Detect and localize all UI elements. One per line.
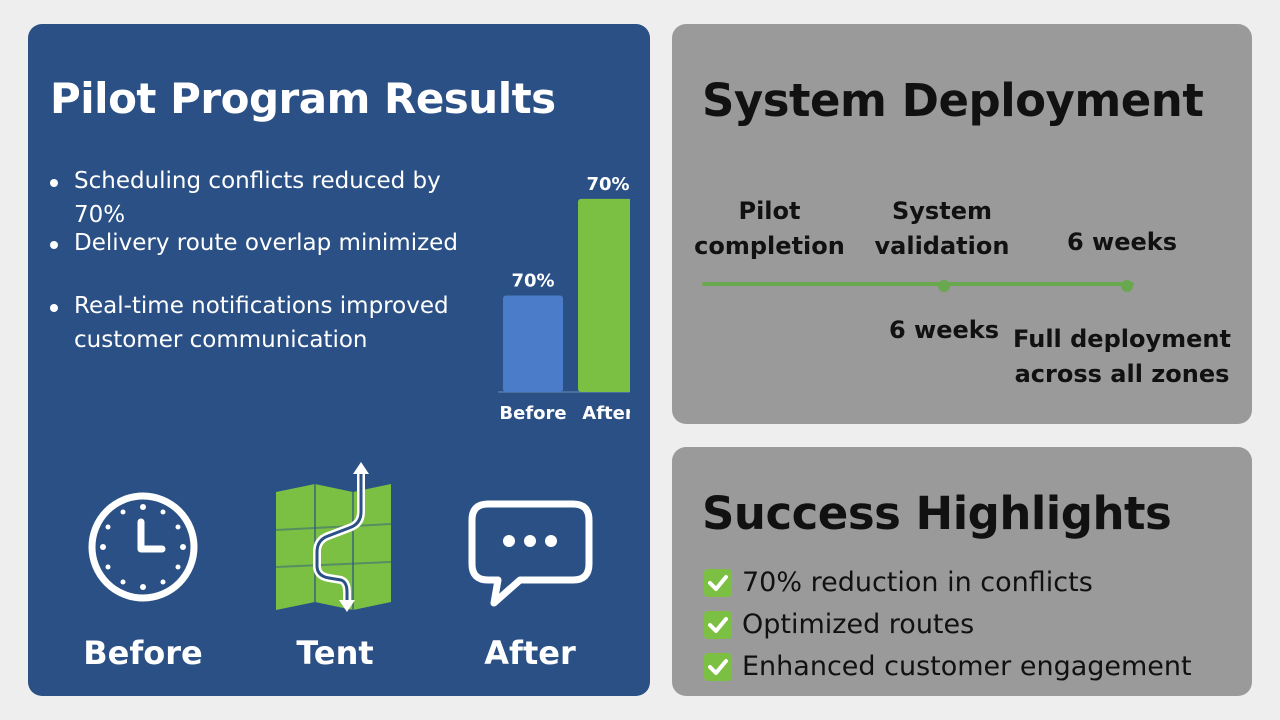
bar-category-label: Before <box>499 403 566 424</box>
check-icon <box>704 653 732 681</box>
pilot-results-panel: Pilot Program Results Scheduling conflic… <box>28 24 650 696</box>
highlight-text: Enhanced customer engagement <box>742 651 1192 682</box>
bullet-text: Real-time notifications improved custome… <box>74 293 449 353</box>
bar-before <box>503 295 563 392</box>
bullet-text: Delivery route overlap minimized <box>74 230 458 256</box>
highlight-text: 70% reduction in conflicts <box>742 567 1093 598</box>
highlight-text: Optimized routes <box>742 609 975 640</box>
map-route-icon <box>273 462 395 616</box>
bullet-text: Scheduling conflicts reduced by 70% <box>74 168 441 228</box>
timeline-label-system-validation: System validation <box>874 197 1010 260</box>
bar-after <box>578 198 630 392</box>
success-highlights-panel: Success Highlights 70% reduction in conf… <box>672 447 1252 696</box>
timeline-milestone-dot <box>938 280 950 292</box>
clock-icon <box>86 490 200 608</box>
timeline-label-duration: 6 weeks <box>1066 228 1178 256</box>
deploy-title: System Deployment <box>702 74 1204 127</box>
bullet-dot-icon <box>50 304 58 312</box>
check-icon <box>704 569 732 597</box>
bullet-dot-icon <box>50 179 58 187</box>
pilot-title: Pilot Program Results <box>50 74 556 123</box>
bullet-dot-icon <box>50 241 58 249</box>
timeline-label-duration: 6 weeks <box>888 316 1000 344</box>
icon-label-after: After <box>484 634 576 672</box>
success-title: Success Highlights <box>702 487 1172 540</box>
timeline-label-pilot-completion: Pilot completion <box>694 197 845 260</box>
check-icon <box>704 611 732 639</box>
bar-category-label: After <box>582 403 630 424</box>
chat-bubble-icon <box>468 500 593 612</box>
timeline-line <box>702 282 1134 286</box>
icon-label-before: Before <box>83 634 203 672</box>
before-after-bar-chart: 70% Before 70% After <box>498 174 630 424</box>
icon-label-tent: Tent <box>296 634 374 672</box>
bar-data-label: 70% <box>586 174 629 195</box>
timeline-label-full-deployment: Full deployment across all zones <box>1013 325 1231 388</box>
system-deployment-panel: System Deployment Pilot completion Syste… <box>672 24 1252 424</box>
timeline-milestone-dot <box>1121 280 1133 292</box>
bar-data-label: 70% <box>511 270 554 291</box>
